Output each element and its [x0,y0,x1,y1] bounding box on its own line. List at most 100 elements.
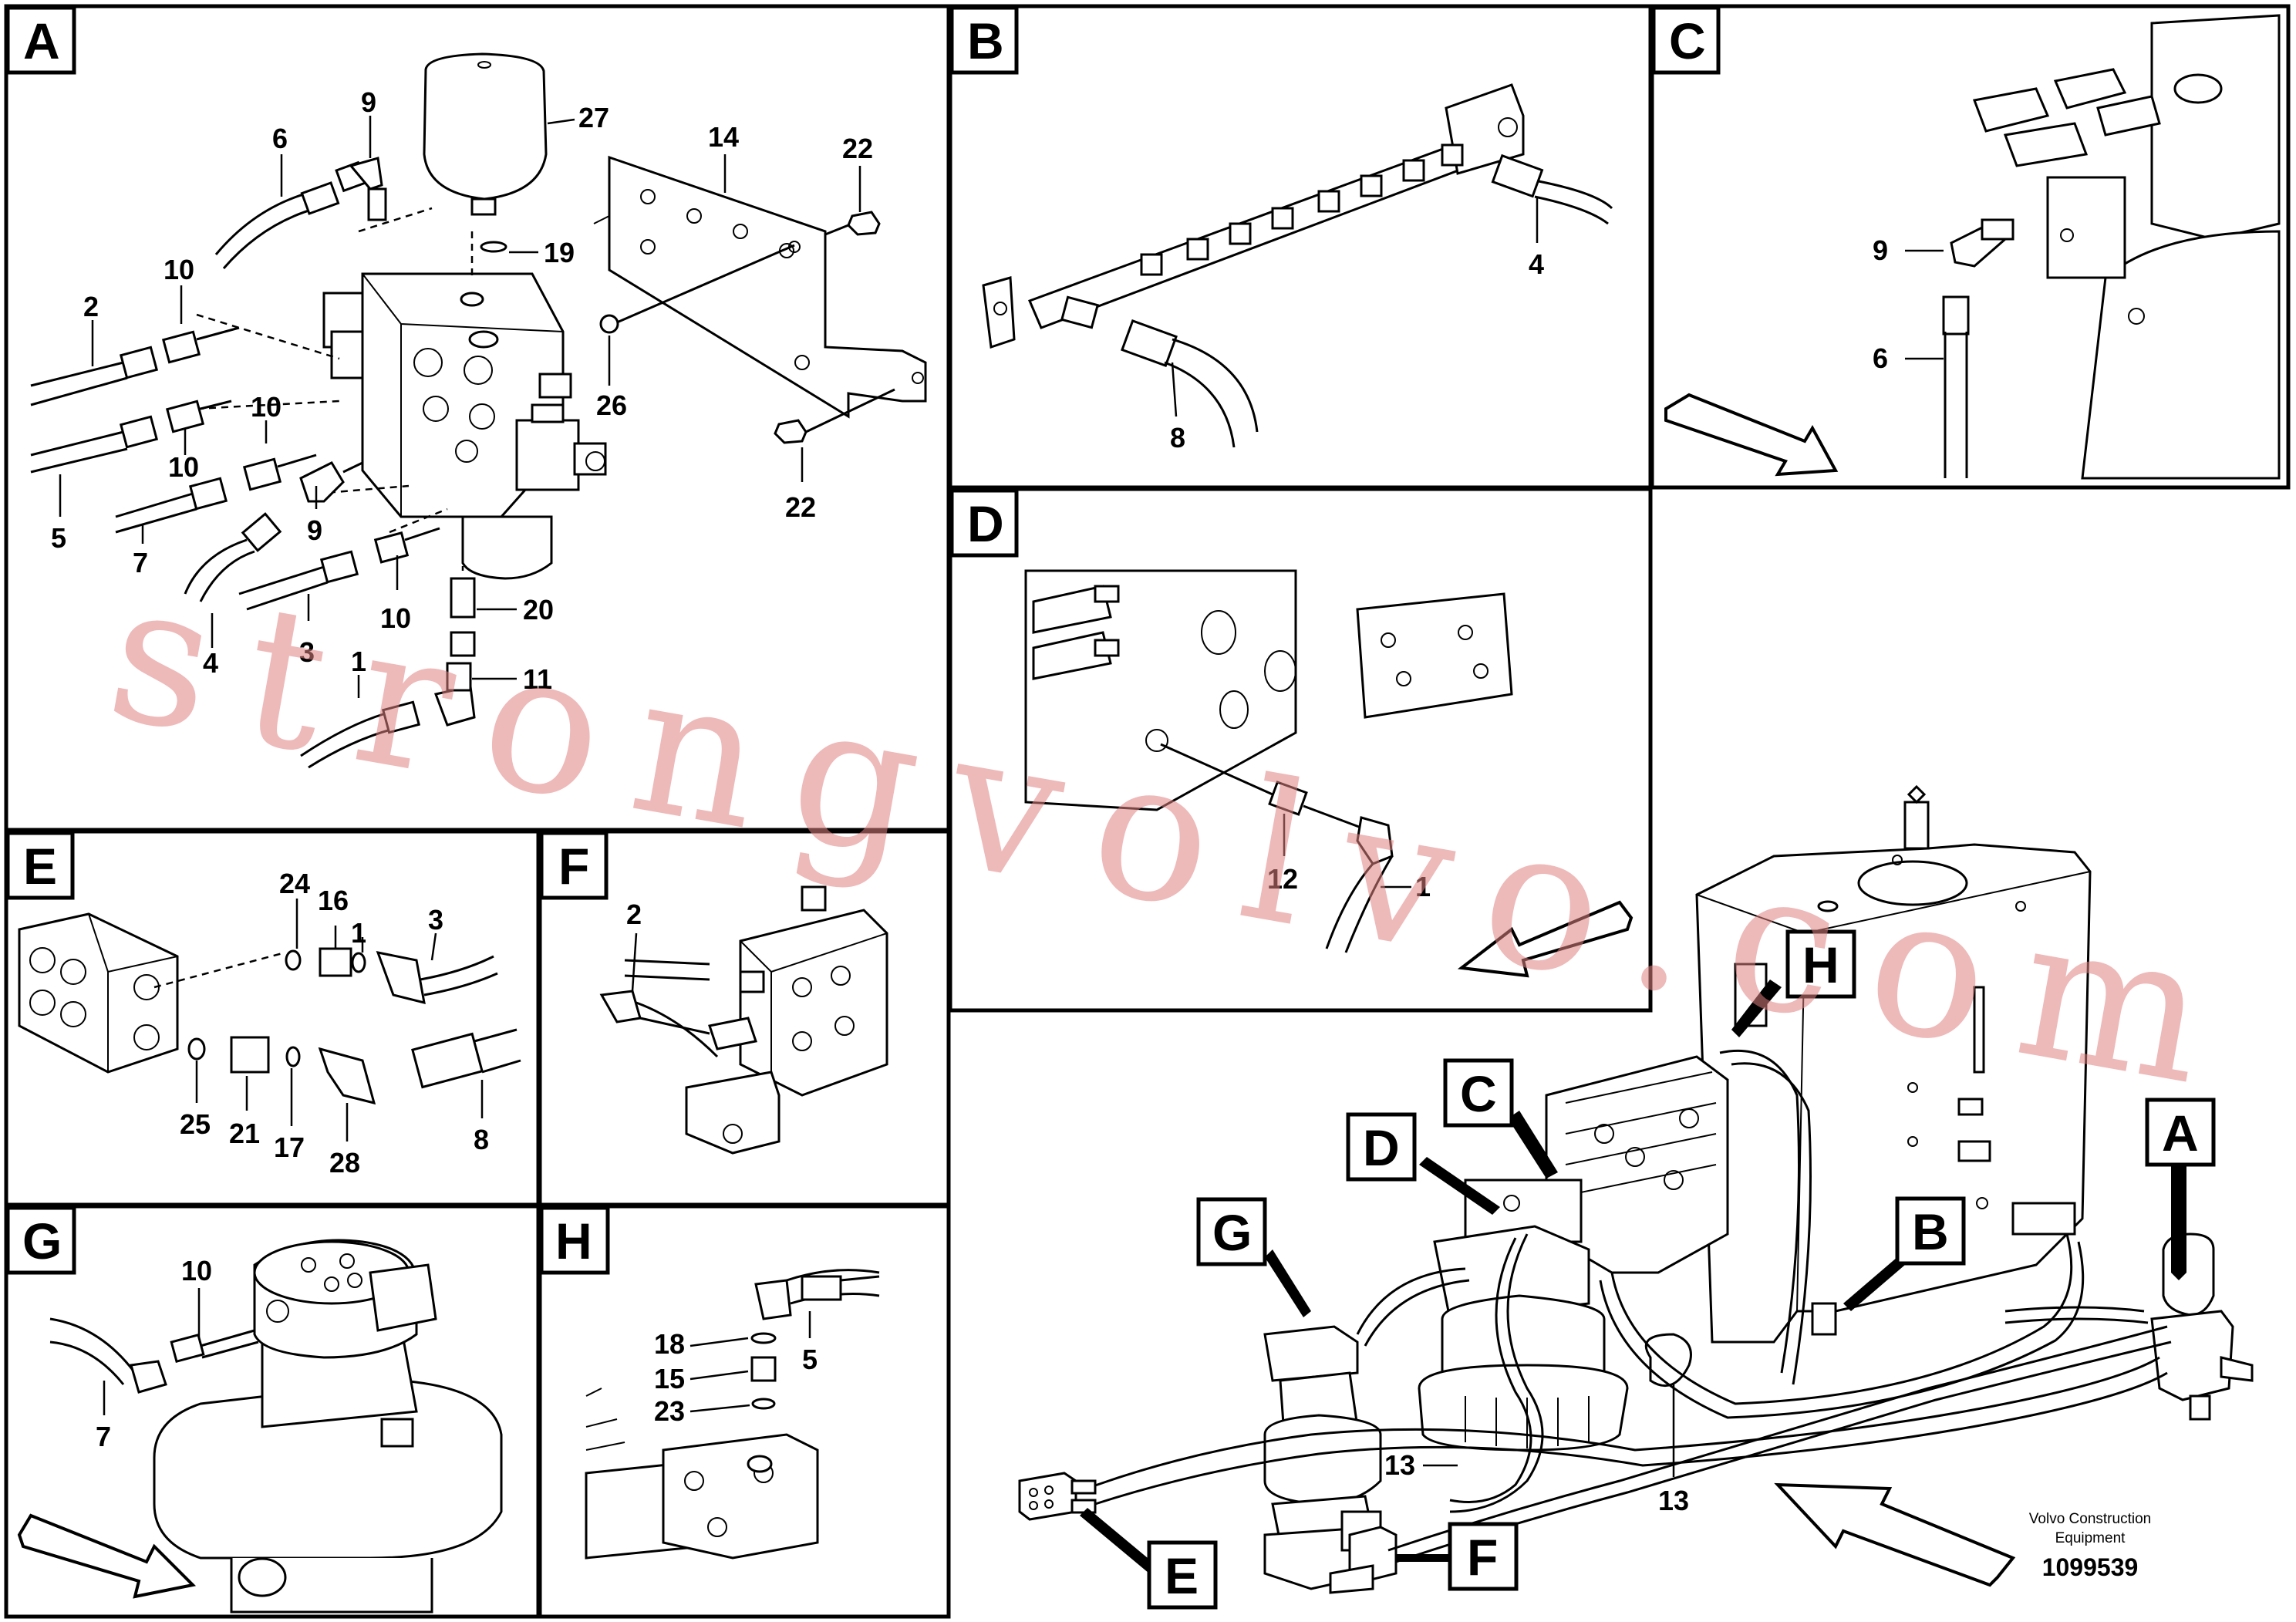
panel-e-label-28: 28 [329,1147,360,1179]
panel-g: G 10 7 [4,1204,541,1619]
valve-block-part [322,272,607,580]
label-26: 26 [596,389,627,421]
panel-h-letter: H [555,1212,592,1270]
overview-label-13-left: 13 [1384,1449,1415,1481]
panel-b-label-4: 4 [1529,248,1544,280]
direction-arrow-g [17,1513,197,1599]
label-20: 20 [523,594,554,626]
callout-b: B [1912,1203,1949,1260]
manifold-rail-part [982,83,1525,349]
panel-d: D 12 1 [948,487,1653,1013]
hose-g [49,1317,259,1394]
valve-bracket-overview [1329,1526,1397,1594]
panel-a: A [4,4,951,832]
swivel-motor-part [1972,14,2281,480]
fitting-stack-h [750,1269,880,1410]
callout-d: D [1363,1119,1400,1176]
callout-h: H [1802,936,1839,993]
panel-h: H 18 15 5 23 [538,1204,951,1619]
panel-e-letter: E [23,838,57,895]
hose-d [1160,743,1394,953]
panel-e-label-25: 25 [180,1108,211,1140]
panel-h-label-23: 23 [654,1395,685,1427]
panel-d-label-1: 1 [1415,871,1431,902]
control-valve-part [1024,569,1513,811]
overview-label-13-right: 13 [1658,1485,1689,1516]
panel-c-letter: C [1669,12,1706,69]
valve-block-h [585,1388,819,1560]
panel-a-labels: 27 14 22 22 9 6 10 2 19 26 10 10 5 [51,86,873,698]
label-10-a: 10 [164,254,194,285]
label-4: 4 [203,647,218,679]
panel-g-label-10: 10 [181,1255,212,1286]
hose-bundle [1094,1049,2172,1563]
brand-line-1: Volvo Construction [2029,1511,2151,1527]
panel-d-label-12: 12 [1267,863,1298,895]
label-9-mid: 9 [307,514,322,546]
panel-e-label-21: 21 [229,1118,260,1149]
accumulator-part [423,52,548,253]
panel-h-label-15: 15 [654,1363,685,1394]
valve-bracket-f [685,885,888,1155]
coupling-block-part [18,912,179,1074]
coupling-block-overview [1018,1472,1097,1521]
panel-c-label-6: 6 [1873,342,1888,374]
panel-e-label-17: 17 [274,1131,305,1163]
label-14: 14 [708,121,739,153]
callout-f: F [1467,1529,1498,1586]
label-7: 7 [133,547,148,578]
panel-e-label-1: 1 [351,917,366,949]
label-3: 3 [299,636,315,668]
panel-b: B 8 4 [948,4,1653,490]
panel-e-labels: 24 16 1 3 25 21 17 28 8 [180,868,489,1179]
panel-b-letter: B [967,12,1004,69]
overview-machine: 13 13 [1018,784,2254,1594]
panel-h-label-18: 18 [654,1328,685,1360]
bolt-part [599,211,895,444]
panel-f: F 2 [538,829,951,1207]
panel-b-label-8: 8 [1170,422,1185,454]
panel-h-labels: 18 15 5 23 [654,1311,818,1427]
callout-e: E [1165,1547,1199,1604]
panel-f-label-2: 2 [626,899,642,930]
direction-arrow-d [1457,900,1633,978]
hose-f [599,959,765,1058]
panel-c: C 9 6 [1650,4,2291,490]
label-2: 2 [83,291,99,322]
label-19: 19 [544,237,575,268]
swing-motor-part [1418,1225,1629,1452]
fitting-stack-e [187,947,521,1105]
panel-f-letter: F [558,838,589,895]
label-5: 5 [51,522,66,554]
hose-assembly-left [30,157,476,769]
label-6: 6 [272,123,288,154]
panel-a-letter: A [23,12,60,69]
overview-callouts: H C D G B A E F [1080,929,2216,1610]
panel-g-letter: G [22,1212,62,1270]
swivel-joint-part [153,1239,503,1614]
label-27: 27 [578,102,609,133]
main-control-valve-part [1464,1055,1729,1274]
panel-e-label-24: 24 [279,868,310,899]
label-10-b: 10 [251,391,282,423]
panel-e-label-16: 16 [318,885,349,916]
direction-arrow-c [1664,393,1839,477]
panel-c-label-9: 9 [1873,234,1888,266]
panel-h-label-5: 5 [802,1344,818,1375]
label-22-top: 22 [842,133,873,164]
direction-arrow-overview [1774,1482,2016,1587]
label-10-d: 10 [380,602,411,634]
panel-e-label-3: 3 [428,904,443,936]
footer: Volvo Construction Equipment 1099539 [2029,1511,2151,1581]
label-10-c: 10 [168,451,199,483]
callout-a: A [2162,1104,2199,1162]
callout-c: C [1460,1065,1497,1122]
panel-e-label-8: 8 [474,1124,489,1155]
callout-g: G [1212,1204,1252,1261]
hose-c [1942,218,2014,478]
label-11: 11 [523,663,552,695]
label-9-top: 9 [361,86,376,118]
panel-d-letter: D [967,495,1004,552]
panel-e: E 24 16 1 [4,829,541,1207]
